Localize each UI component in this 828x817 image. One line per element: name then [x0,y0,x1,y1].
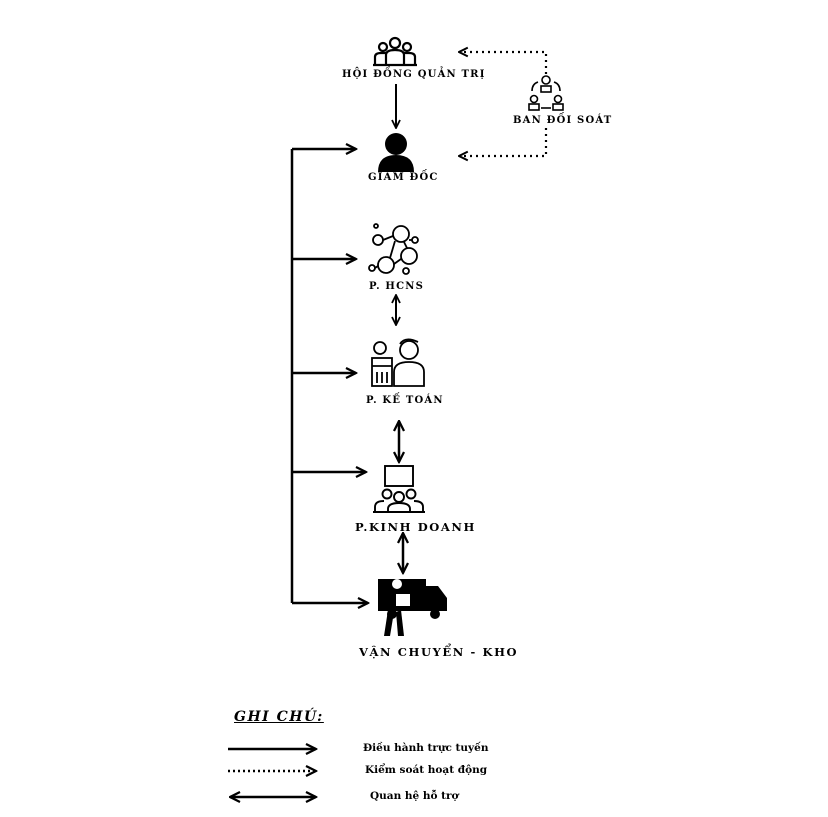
board-label: HỘI ĐỒNG QUẢN TRỊ [342,69,486,80]
legend-title: GHI CHÚ: [234,709,324,725]
director-label: GIÁM ĐỐC [368,172,439,183]
accounting-label: P. KẾ TOÁN [366,395,444,406]
hr-icon [368,223,419,275]
sales-icon [373,465,425,513]
legend-item-text: Điều hành trực tuyến [363,742,489,754]
logistics-label: VẬN CHUYỂN - KHO [359,645,519,659]
board-icon [373,36,417,67]
logistics-icon [378,579,447,636]
accounting-icon [371,338,425,387]
sales-label: P.KINH DOANH [355,520,476,534]
control-board-icon [528,75,564,111]
director-icon [378,133,414,172]
legend-item-text: Quan hệ hỗ trợ [370,790,459,802]
legend-item-text: Kiểm soát hoạt động [365,764,488,776]
control-board-label: BAN ĐỐI SOÁT [513,115,613,126]
hr-label: P. HCNS [369,281,424,292]
